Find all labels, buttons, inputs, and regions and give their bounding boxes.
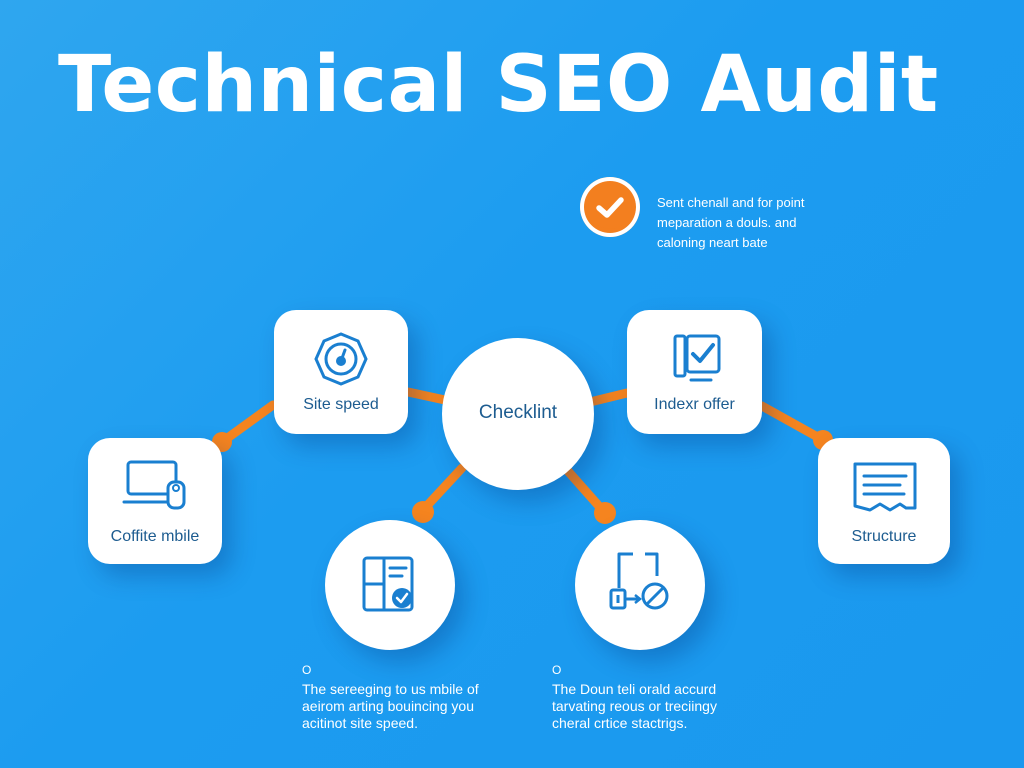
callout-line: caloning neart bate bbox=[657, 235, 768, 250]
page-title: Technical SEO Audit bbox=[58, 40, 939, 130]
note-line: aeirom arting bouincing you bbox=[302, 698, 474, 714]
speedometer-icon bbox=[314, 332, 368, 386]
node-label: Site speed bbox=[303, 396, 379, 413]
node-redirect[interactable] bbox=[575, 520, 705, 650]
redirect-path-icon bbox=[609, 552, 669, 610]
document-list-icon bbox=[853, 462, 917, 512]
hub-label: Checklint bbox=[478, 402, 558, 423]
node-label: Coffite mbile bbox=[110, 528, 200, 545]
checkmark-icon bbox=[580, 177, 640, 237]
note-marker: O bbox=[302, 663, 312, 677]
node-site-speed[interactable]: Site speed bbox=[274, 310, 408, 434]
callout-text: Sent chenall and for point meparation a … bbox=[657, 193, 857, 253]
node-label: Structure bbox=[851, 528, 917, 545]
note-left: O The sereeging to us mbile of aeirom ar… bbox=[302, 662, 479, 732]
laptop-mobile-icon bbox=[122, 460, 186, 510]
callout: Sent chenall and for point meparation a … bbox=[580, 177, 880, 250]
note-line: cheral crtice stactrigs. bbox=[552, 715, 688, 731]
note-line: tarvating reous or treciingy bbox=[552, 698, 717, 714]
note-line: The sereeging to us mbile of bbox=[302, 681, 479, 697]
callout-line: Sent chenall and for point bbox=[657, 195, 805, 210]
note-line: The Doun teli orald accurd bbox=[552, 681, 717, 697]
node-index-offer[interactable]: Indexr offer bbox=[627, 310, 762, 434]
note-line: acitinot site speed. bbox=[302, 715, 418, 731]
connector-dot bbox=[594, 502, 616, 524]
hub-checklist[interactable]: Checklint bbox=[442, 338, 594, 490]
note-right: O The Doun teli orald accurd tarvating r… bbox=[552, 662, 717, 732]
callout-line: meparation a douls. and bbox=[657, 215, 797, 230]
node-mobile[interactable]: Coffite mbile bbox=[88, 438, 222, 564]
checklist-icon bbox=[362, 556, 414, 612]
checkbox-monitor-icon bbox=[673, 334, 721, 382]
node-checklist[interactable] bbox=[325, 520, 455, 650]
node-structure[interactable]: Structure bbox=[818, 438, 950, 564]
node-label: Indexr offer bbox=[654, 396, 735, 413]
note-marker: O bbox=[552, 663, 562, 677]
connector-dot bbox=[412, 501, 434, 523]
